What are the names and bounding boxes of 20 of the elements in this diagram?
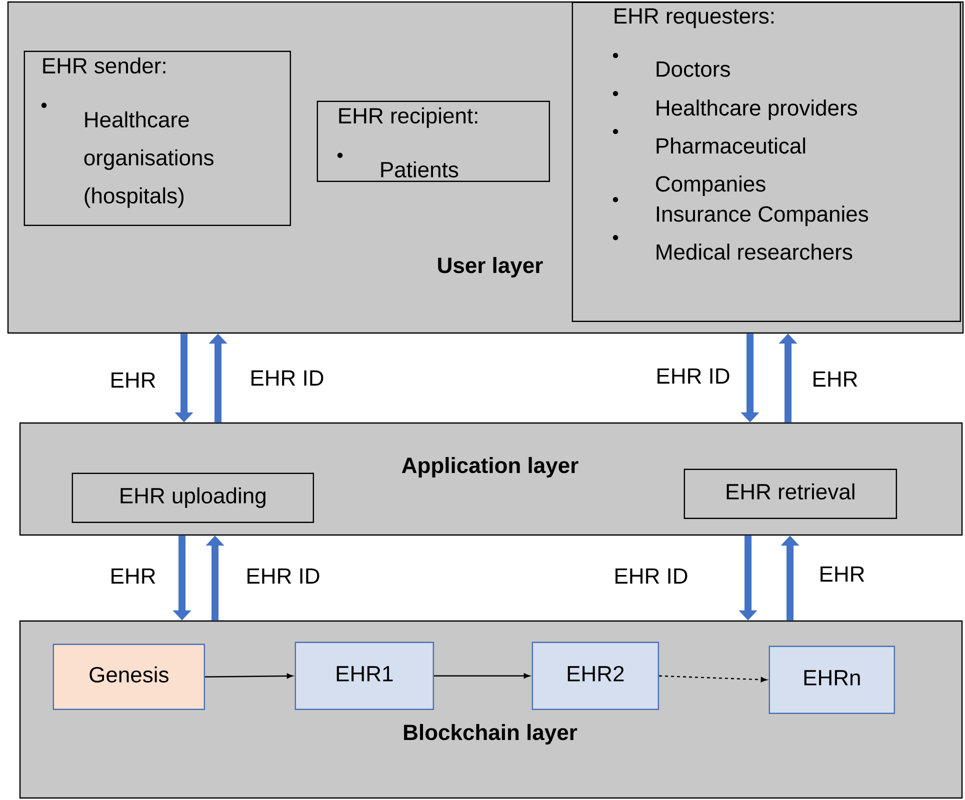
block-box: EHR1 [294,642,434,710]
edge-label: EHR ID [658,368,730,384]
edge-label: EHR [112,372,156,388]
arrow [434,673,530,678]
process-box: EHR uploading [72,472,314,523]
list-box: EHR recipient: Patients [316,100,550,182]
process-box: EHR retrieval [684,468,898,519]
list-box: EHR requesters: Doctors Healthcare providers Pharmaceutical Companies Insurance Companies Medical researchers [572,2,962,322]
edge-label: EHR [112,568,156,584]
edge-label: EHR ID [252,370,324,386]
block-box: EHRn [768,646,896,714]
block-box: EHR2 [532,642,659,710]
edge-label: EHR ID [248,568,320,584]
list-box: EHR sender: Healthcare organisations (hospitals) [24,50,291,226]
block-box: Genesis [52,644,205,710]
arrow [658,675,767,682]
edge-label: EHR [820,566,864,582]
edge-label: EHR [814,371,858,387]
edge-label: EHR ID [616,568,688,584]
arrow [205,673,293,679]
